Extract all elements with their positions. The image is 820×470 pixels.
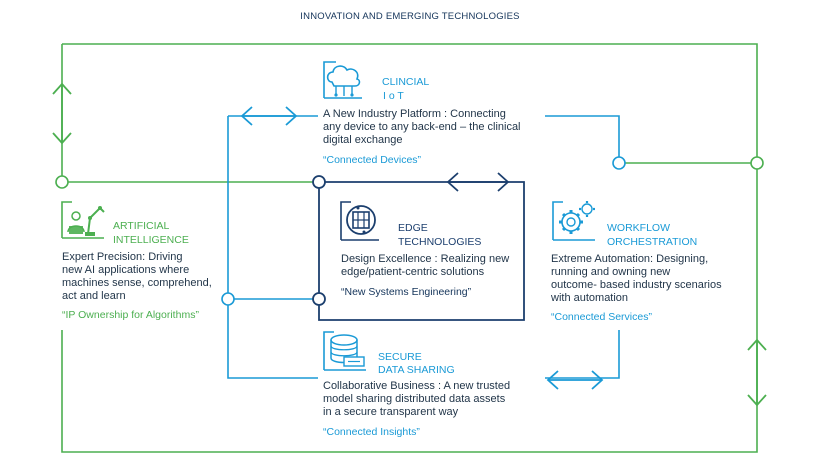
node-right-blue bbox=[612, 156, 626, 170]
workflow-desc-2: running and owning new bbox=[551, 266, 671, 278]
edge-desc-1: Design Excellence : Realizing new bbox=[341, 253, 510, 265]
ai-desc-1: Expert Precision: Driving bbox=[62, 251, 183, 263]
secure-desc-3: in a secure transparent way bbox=[323, 406, 459, 418]
secure-heading-1: SECURE bbox=[378, 351, 422, 363]
edge-quote: “New Systems Engineering” bbox=[341, 286, 472, 298]
bottom-right-blue-arrow bbox=[546, 370, 604, 390]
iot-heading-2: I o T bbox=[383, 90, 404, 102]
right-updown-arrow bbox=[747, 338, 767, 407]
edge-heading-2: TECHNOLOGIES bbox=[398, 236, 482, 248]
node-edge-top bbox=[312, 175, 326, 189]
page-title: INNOVATION AND EMERGING TECHNOLOGIES bbox=[300, 11, 520, 22]
node-right-green bbox=[750, 156, 764, 170]
robot-arm-person-icon bbox=[61, 201, 105, 239]
workflow-desc-3: outcome- based industry scenarios bbox=[551, 279, 722, 291]
workflow-heading-2: ORCHESTRATION bbox=[607, 236, 698, 248]
secure-heading-2: DATA SHARING bbox=[378, 364, 455, 376]
secure-desc-2: model sharing distributed data assets bbox=[323, 393, 506, 405]
secure-desc-1: Collaborative Business : A new trusted bbox=[323, 380, 511, 392]
ai-desc-2: new AI applications where bbox=[62, 264, 190, 276]
left-updown-arrow bbox=[52, 82, 72, 145]
workflow-quote: “Connected Services” bbox=[551, 311, 652, 323]
edge-desc-2: edge/patient-centric solutions bbox=[341, 266, 485, 278]
workflow-heading-1: WORKFLOW bbox=[607, 222, 670, 234]
node-edge-bottom bbox=[312, 292, 326, 306]
edge-heading-1: EDGE bbox=[398, 222, 428, 234]
iot-desc-3: digital exchange bbox=[323, 134, 403, 146]
iot-quote: “Connected Devices” bbox=[323, 154, 422, 166]
node-left-blue bbox=[221, 292, 235, 306]
workflow-desc-1: Extreme Automation: Designing, bbox=[551, 253, 709, 265]
iot-desc-1: A New Industry Platform : Connecting bbox=[323, 108, 506, 120]
cloud-circuit-icon bbox=[323, 61, 362, 99]
workflow-desc-4: with automation bbox=[551, 292, 629, 304]
ai-quote: “IP Ownership for Algorithms” bbox=[62, 309, 199, 321]
edge-top-arrow bbox=[446, 172, 510, 192]
database-icon bbox=[323, 331, 366, 371]
ai-desc-4: act and learn bbox=[62, 290, 126, 302]
node-left-green bbox=[55, 175, 69, 189]
iot-desc-2: any device to any back-end – the clinica… bbox=[323, 121, 521, 133]
top-left-blue-arrow bbox=[240, 106, 298, 126]
iot-heading-1: CLINCIAL bbox=[382, 76, 430, 88]
secure-quote: “Connected Insights” bbox=[323, 426, 420, 438]
ai-heading-1: ARTIFICIAL bbox=[113, 220, 170, 232]
gears-icon bbox=[552, 201, 595, 241]
chip-circuit-icon bbox=[340, 201, 379, 241]
ai-desc-3: machines sense, comprehend, bbox=[62, 277, 212, 289]
ai-heading-2: INTELLIGENCE bbox=[113, 234, 189, 246]
